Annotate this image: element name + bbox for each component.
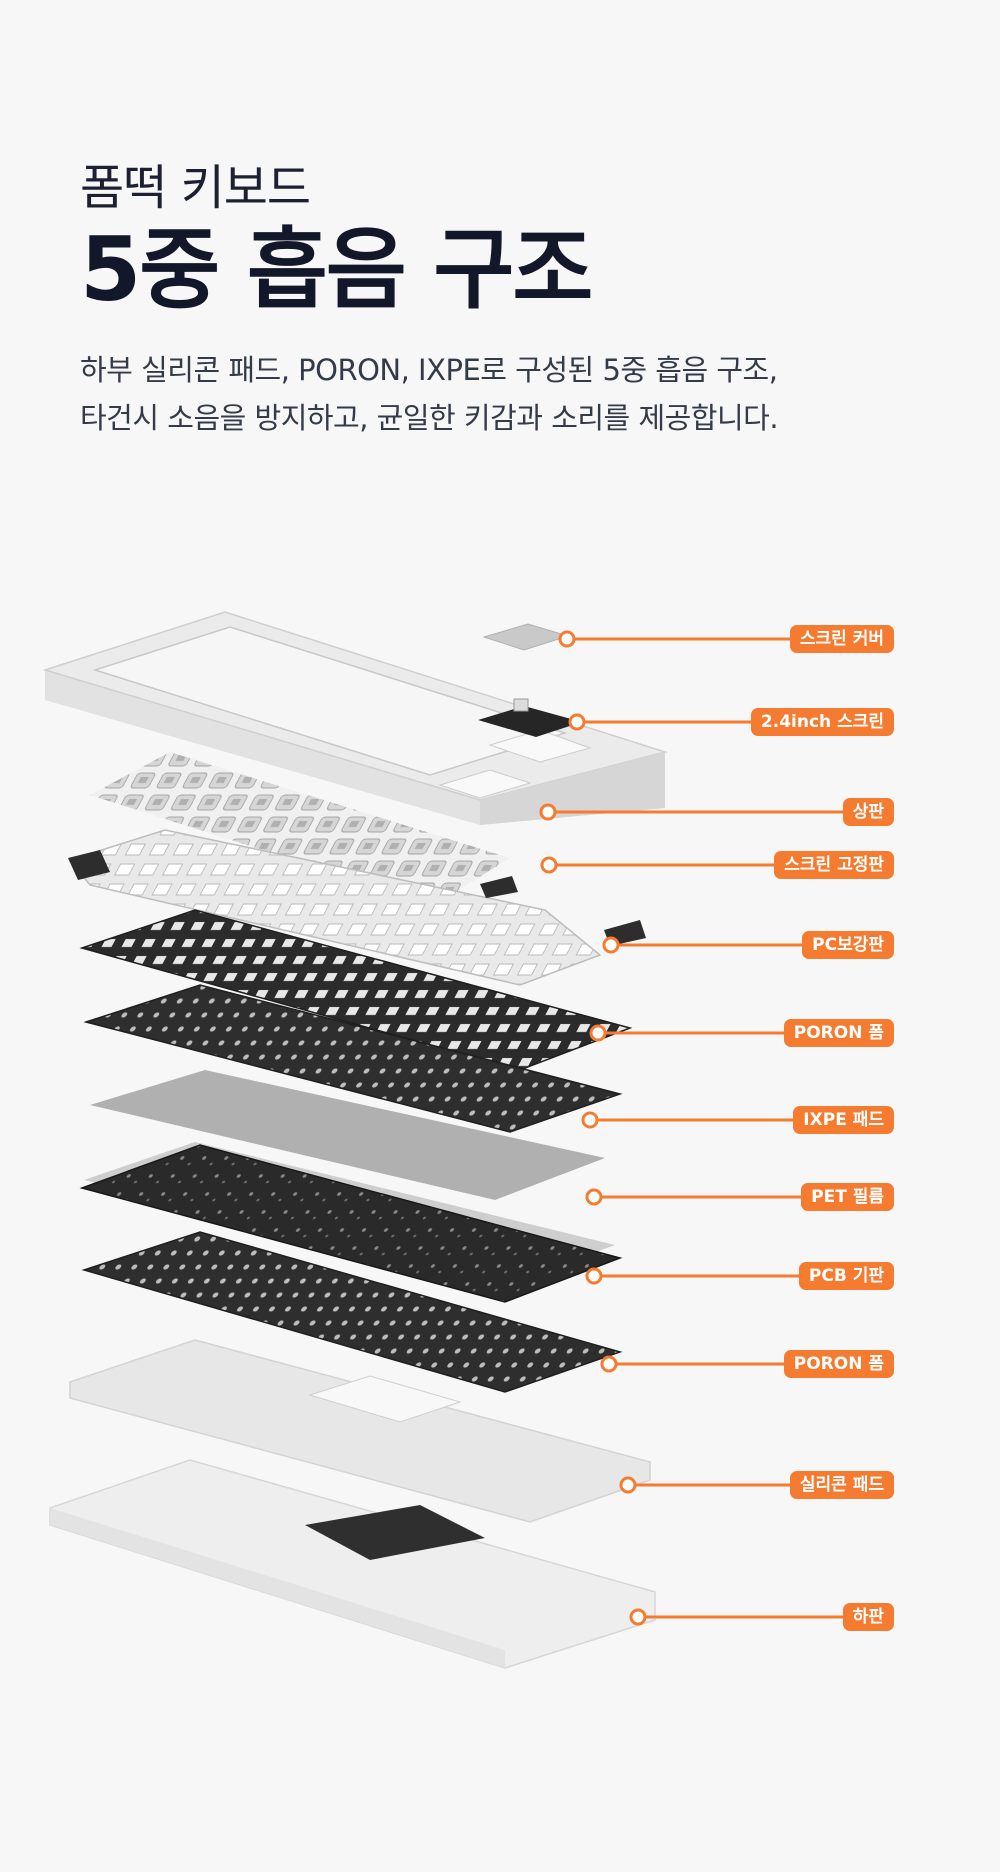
layer-label: 스크린 커버 bbox=[789, 625, 894, 653]
leader-dot bbox=[568, 713, 586, 731]
layer-label: PORON 폼 bbox=[783, 1019, 894, 1047]
leader-dot bbox=[558, 630, 576, 648]
leader-dot bbox=[629, 1608, 647, 1626]
leader-dot bbox=[585, 1267, 603, 1285]
poron-foam-top bbox=[83, 984, 623, 1133]
layer-label: PORON 폼 bbox=[783, 1350, 894, 1378]
ixpe-pad bbox=[90, 1070, 605, 1200]
leader-dot bbox=[539, 803, 557, 821]
layer-label: PET 필름 bbox=[801, 1183, 894, 1211]
leader-dot bbox=[589, 1024, 607, 1042]
layer-label: IXPE 패드 bbox=[793, 1106, 894, 1134]
description-line-1: 하부 실리콘 패드, PORON, IXPE로 구성된 5중 흡음 구조, bbox=[80, 353, 778, 387]
layer-label: 실리콘 패드 bbox=[789, 1471, 894, 1499]
description: 하부 실리콘 패드, PORON, IXPE로 구성된 5중 흡음 구조, 타건… bbox=[80, 346, 940, 442]
leader-dot bbox=[585, 1188, 603, 1206]
screen-module bbox=[478, 698, 582, 737]
header: 폼떡 키보드 5중 흡음 구조 하부 실리콘 패드, PORON, IXPE로 … bbox=[80, 160, 940, 442]
layer-label: 하판 bbox=[842, 1603, 894, 1631]
exploded-keyboard-diagram bbox=[42, 611, 860, 1669]
layer-label: PCB 기판 bbox=[798, 1262, 894, 1290]
silicone-pad bbox=[69, 1339, 651, 1523]
leader-dot bbox=[581, 1111, 599, 1129]
leader-dot bbox=[619, 1476, 637, 1494]
page-subtitle: 폼떡 키보드 bbox=[80, 160, 311, 216]
screen-cover bbox=[482, 623, 570, 651]
leader-dot bbox=[600, 1355, 618, 1373]
pc-plate bbox=[79, 909, 633, 1071]
leader-dot bbox=[602, 936, 620, 954]
page-title: 5중 흡음 구조 bbox=[80, 218, 593, 321]
layer-label: 스크린 고정판 bbox=[774, 851, 894, 879]
pcb bbox=[79, 1144, 623, 1303]
switch-layer bbox=[90, 752, 510, 905]
layer-label: PC보강판 bbox=[802, 931, 894, 959]
layer-label: 2.4inch 스크린 bbox=[750, 708, 894, 736]
poron-foam-bottom bbox=[81, 1231, 623, 1393]
layer-label: 상판 bbox=[842, 798, 894, 826]
bottom-case bbox=[49, 1459, 656, 1669]
description-line-2: 타건시 소음을 방지하고, 균일한 키감과 소리를 제공합니다. bbox=[80, 401, 779, 435]
leader-dot bbox=[540, 856, 558, 874]
top-case bbox=[42, 611, 668, 825]
